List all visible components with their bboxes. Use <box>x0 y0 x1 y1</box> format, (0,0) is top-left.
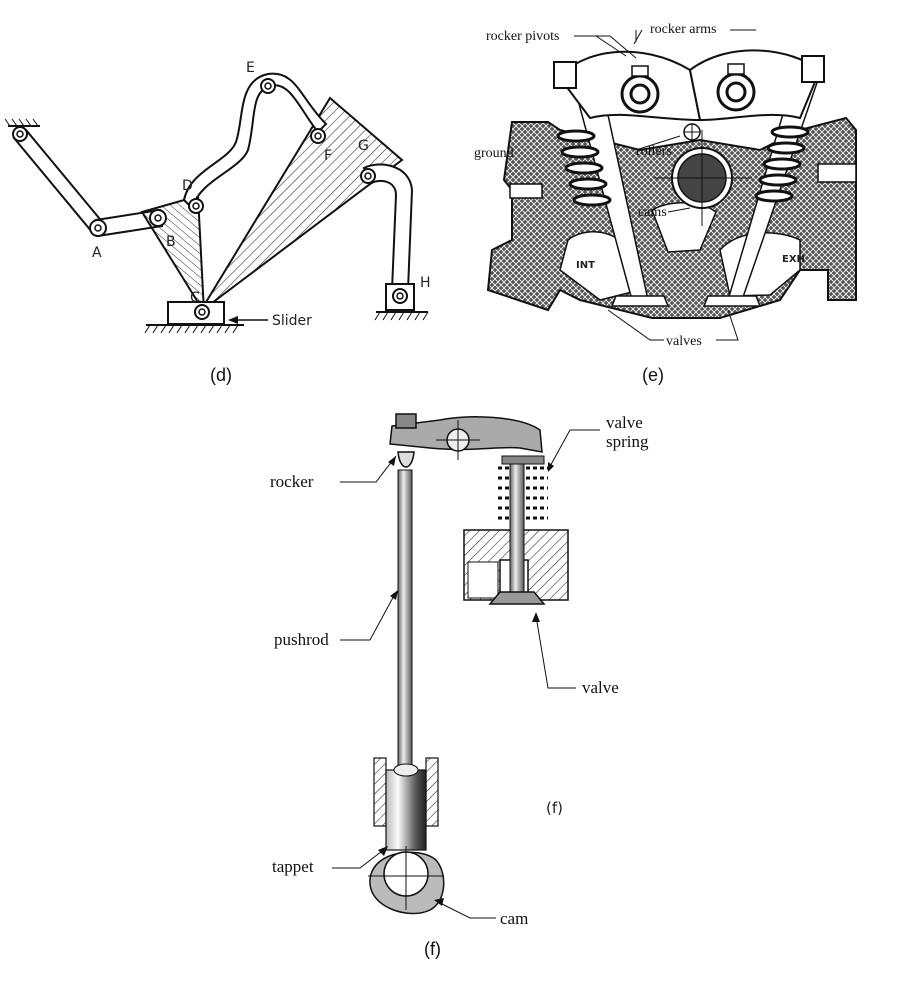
label-exh: EXH <box>782 254 805 265</box>
tappet <box>385 769 427 851</box>
label-tappet: tappet <box>272 857 314 876</box>
ground-pivot-h <box>374 283 429 321</box>
exhaust-rocker-arm <box>688 49 822 122</box>
leader-cams <box>667 207 691 213</box>
valve-head <box>488 591 546 605</box>
exhaust-valve-head <box>702 295 762 307</box>
label-g: G <box>358 138 369 154</box>
label-h: H <box>420 275 431 291</box>
slider-block <box>144 301 244 334</box>
label-rocker-pivots: rocker pivots <box>486 29 559 44</box>
label-d: D <box>182 178 193 194</box>
rocker-arm <box>389 413 543 468</box>
label-f: F <box>324 148 332 164</box>
ground-symbol-left <box>4 118 40 127</box>
panel-f-pushrod-valvetrain: rocker valve spring pushrod valve (f) ta… <box>270 413 649 928</box>
label-pushrod: pushrod <box>274 630 329 649</box>
label-rocker: rocker <box>270 472 314 491</box>
tappet-guide-right <box>425 757 439 827</box>
exhaust-valve-spring <box>754 125 810 203</box>
label-rollers: rollers <box>636 144 672 159</box>
link-ground-a <box>12 128 106 234</box>
leader-valve-spring <box>547 429 600 471</box>
label-slider: Slider <box>272 313 312 329</box>
label-e: E <box>246 60 255 76</box>
leader-tappet <box>332 847 387 869</box>
label-rocker-arms: rocker arms <box>650 22 716 37</box>
panel-e-cylinder-head-section: rocker pivots rocker arms ground rollers… <box>474 22 857 349</box>
label-valve-spring-line1: valve <box>606 413 643 432</box>
leader-pushrod <box>340 591 397 641</box>
tappet-guide-left <box>373 757 387 827</box>
intake-valve-spring <box>556 129 612 207</box>
intake-valve-head <box>610 295 670 307</box>
caption-e: (e) <box>642 365 664 385</box>
label-cam: cam <box>500 909 528 928</box>
label-ground: ground <box>474 146 514 161</box>
leader-rollers <box>635 135 681 151</box>
label-a: A <box>92 245 102 261</box>
leader-valve <box>535 615 576 689</box>
label-valve: valve <box>582 678 619 697</box>
panel-d-linkage-diagram: A B C D E F G H Slider <box>4 60 431 334</box>
caption-d: (d) <box>210 365 232 385</box>
ternary-plate-cfg <box>199 96 404 313</box>
leader-valves <box>607 309 739 341</box>
valve-stem <box>509 463 525 593</box>
label-c: C <box>190 290 200 306</box>
label-b: B <box>166 234 176 250</box>
label-cams: cams <box>638 205 667 220</box>
label-inner-f: (f) <box>546 799 563 817</box>
pushrod <box>397 469 413 771</box>
leader-rocker-pivots <box>574 35 637 59</box>
label-valves: valves <box>666 334 702 349</box>
caption-f: (f) <box>424 939 441 959</box>
link-d-e-f <box>182 72 328 210</box>
leader-rocker-arms <box>633 29 756 45</box>
label-int: INT <box>576 260 595 271</box>
label-valve-spring-line2: spring <box>606 432 649 451</box>
leader-cam <box>437 901 496 919</box>
leader-rocker <box>340 455 397 483</box>
